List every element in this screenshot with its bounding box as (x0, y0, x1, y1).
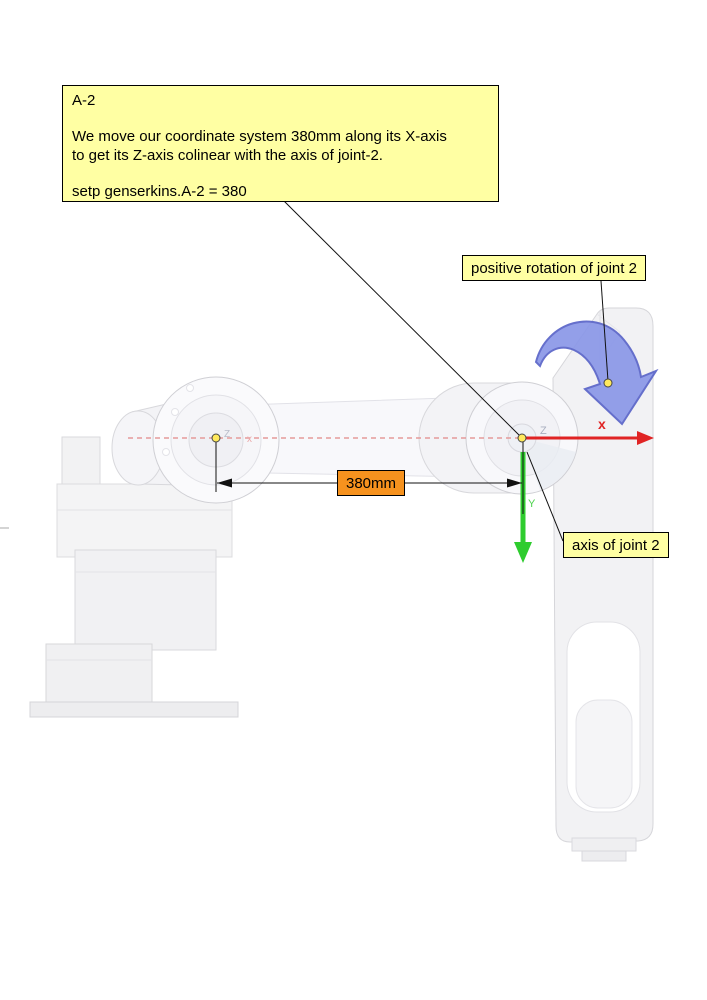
dimension-label-380mm: 380mm (337, 470, 406, 496)
leader-positive-rotation (600, 280, 609, 382)
axis-glyph-z-left: Z (224, 429, 230, 440)
marker-dot-joint-2 (517, 433, 527, 443)
axis-glyph-z-right: Z (540, 425, 547, 437)
marker-dot-joint-1 (211, 433, 221, 443)
leader-axis-of-joint-2 (526, 451, 564, 542)
axis-glyph-y-down: Y (528, 498, 536, 510)
annotation-title: A-2 (72, 92, 96, 109)
dimension-lines (215, 442, 524, 514)
robot-base (29, 436, 239, 718)
marker-dot-rotation-arrow (603, 378, 613, 388)
annotation-body: We move our coordinate system 380mm alon… (72, 128, 447, 164)
annotation-command: setp genserkins.A-2 = 380 (72, 183, 247, 200)
label-axis-of-joint-2: axis of joint 2 (563, 532, 669, 558)
annotation-box-a2: A-2 We move our coordinate system 380mm … (62, 85, 499, 202)
x-axis-arrow (524, 431, 654, 445)
leader-a2-to-joint2 (283, 200, 521, 437)
rotation-arrow-icon (534, 320, 659, 426)
label-positive-rotation: positive rotation of joint 2 (462, 255, 646, 281)
axis-glyph-x-left: x (247, 434, 252, 445)
joint-1-cylinder (111, 376, 280, 504)
axis-glyph-x-right: x (598, 416, 606, 432)
